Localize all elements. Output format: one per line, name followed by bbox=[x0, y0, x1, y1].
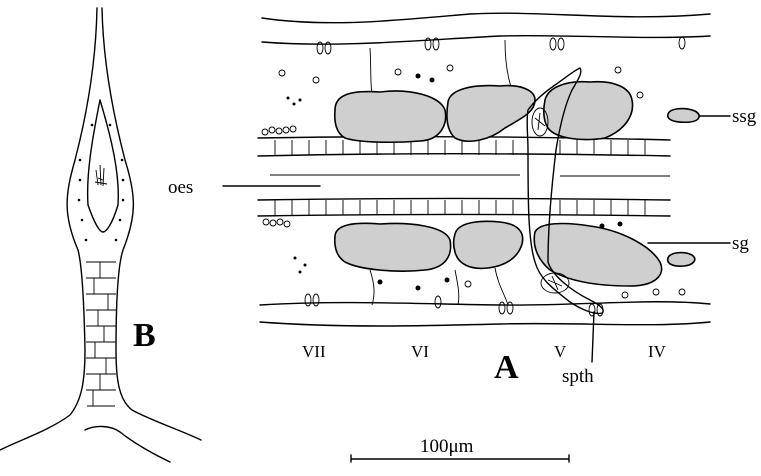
panel-b-tissue-pattern bbox=[86, 262, 116, 406]
panel-a-drawing bbox=[223, 13, 730, 362]
panel-b-label: B bbox=[133, 317, 156, 354]
lower-gland-3 bbox=[534, 224, 661, 286]
panel-b-drawing bbox=[0, 8, 201, 462]
lower-gland-1 bbox=[335, 223, 451, 271]
segment-label-v: V bbox=[554, 342, 567, 361]
label-sg: sg bbox=[732, 233, 749, 254]
oesophagus-cells bbox=[270, 140, 670, 215]
segment-label-vi: VI bbox=[411, 342, 429, 361]
segment-label-vii: VII bbox=[302, 342, 326, 361]
small-sg-gland bbox=[668, 253, 695, 267]
upper-gland-1 bbox=[335, 91, 446, 142]
lower-gland-2 bbox=[454, 221, 523, 268]
scale-bar-label: 100μm bbox=[420, 436, 474, 457]
label-ssg: ssg bbox=[732, 106, 757, 127]
upper-gland-3 bbox=[544, 82, 633, 140]
panel-a-label: A bbox=[494, 349, 519, 386]
segment-label-iv: IV bbox=[648, 342, 667, 361]
oesophagus-left-cells bbox=[262, 126, 296, 227]
scale-bar: 100μm bbox=[351, 436, 569, 462]
upper-gland-2 bbox=[447, 86, 535, 142]
ssg-gland bbox=[668, 109, 699, 123]
label-oes: oes bbox=[168, 177, 193, 198]
label-spth: spth bbox=[562, 366, 594, 387]
